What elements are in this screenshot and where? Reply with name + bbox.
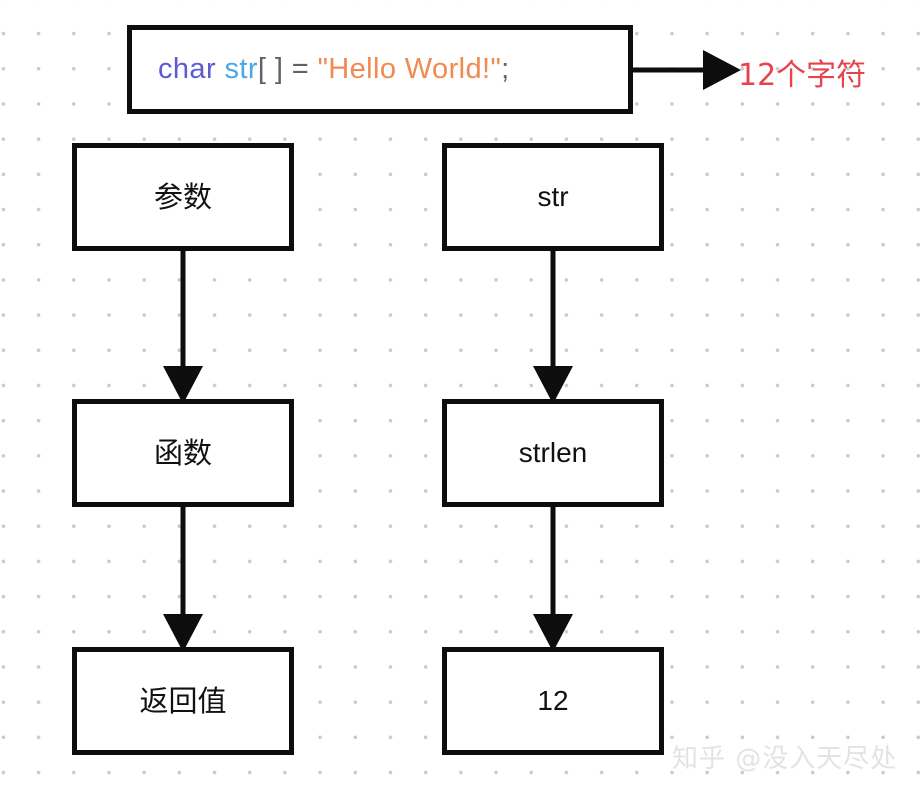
code-token-variable: str	[224, 53, 258, 85]
node-strlen: strlen	[442, 399, 664, 507]
node-result-12-label: 12	[537, 685, 569, 716]
code-token-brackets: [ ]	[257, 53, 284, 85]
node-strlen-label: strlen	[518, 437, 588, 468]
code-token-keyword: char	[158, 53, 217, 85]
node-parameter: 参数	[72, 143, 294, 251]
code-token-terminator: ;	[501, 53, 510, 85]
code-declaration-box: char str[ ] = "Hello World!";	[127, 25, 633, 114]
code-space-2	[283, 53, 291, 85]
code-token-operator: =	[291, 53, 310, 85]
code-text: char str[ ] = "Hello World!";	[158, 53, 510, 86]
code-token-string: "Hello World!"	[317, 53, 502, 85]
node-str-label: str	[537, 181, 569, 212]
character-count-annotation: 12个字符	[738, 58, 867, 93]
node-result-12: 12	[442, 647, 664, 755]
node-return-value: 返回值	[72, 647, 294, 755]
node-parameter-label: 参数	[153, 179, 212, 214]
node-function-label: 函数	[153, 435, 212, 470]
code-space-3	[309, 53, 317, 85]
watermark: 知乎 @没入天尽处	[672, 744, 898, 774]
node-str: str	[442, 143, 664, 251]
node-return-value-label: 返回值	[139, 683, 227, 718]
node-function: 函数	[72, 399, 294, 507]
